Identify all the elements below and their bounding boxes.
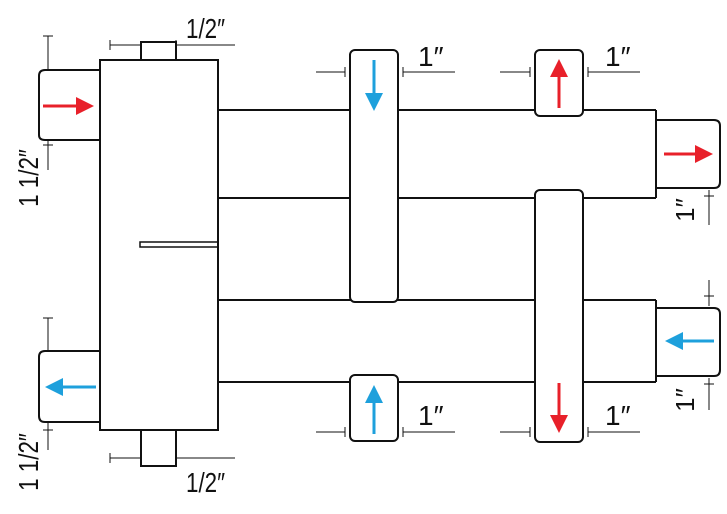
label-right-top-port: 1″ <box>670 198 700 222</box>
label-valve-bottom-2: 1″ <box>605 400 631 431</box>
separator-body <box>99 59 219 431</box>
label-left-bottom-port: 1 1/2″ <box>14 433 45 491</box>
label-valve-bottom-1: 1″ <box>418 400 444 431</box>
separator-top-port <box>140 41 177 60</box>
label-right-bottom-port: 1″ <box>670 388 700 412</box>
label-valve-top-1: 1″ <box>418 41 444 72</box>
label-top-port: 1/2″ <box>186 14 225 45</box>
left-bottom-port <box>38 350 100 423</box>
dimension-lines <box>43 35 714 463</box>
label-left-top-port: 1 1/2″ <box>14 149 45 207</box>
pipe-column-1 <box>349 49 399 303</box>
label-valve-top-2: 1″ <box>605 41 631 72</box>
label-bottom-port: 1/2″ <box>186 468 225 499</box>
pipe-column-2 <box>534 189 584 443</box>
separator-bottom-port <box>140 430 177 467</box>
left-top-port <box>38 69 100 141</box>
separator-baffle <box>139 241 219 248</box>
